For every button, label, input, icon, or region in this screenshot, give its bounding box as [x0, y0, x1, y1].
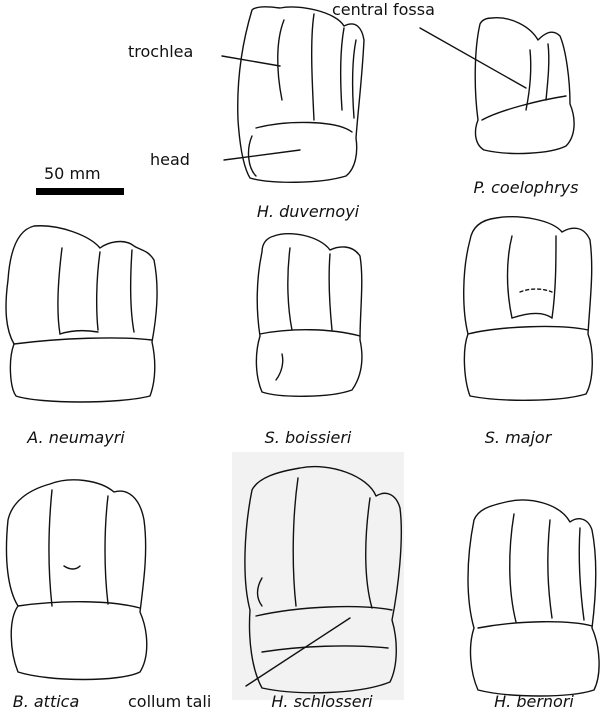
species-label-h-bernori: H. bernori: [494, 692, 574, 711]
species-label-s-major: S. major: [484, 428, 552, 447]
species-label-s-boissieri: S. boissieri: [264, 428, 352, 447]
head-leader-line: [223, 149, 301, 161]
talus-drawing-p-coelophrys: [474, 17, 575, 155]
scale-bar: [36, 188, 124, 195]
central-fossa-leader-line: [419, 27, 527, 89]
trochlea-label: trochlea: [128, 42, 194, 61]
trochlea-leader-line: [221, 55, 281, 67]
head-label: head: [150, 150, 190, 169]
species-label-h-schlosseri: H. schlosseri: [271, 692, 373, 711]
collum-tali-leader-line: [245, 617, 351, 687]
central-fossa-label: central fossa: [332, 0, 435, 19]
talus-drawing-s-major: [463, 216, 593, 401]
collum-tali-label: collum tali: [128, 692, 212, 711]
species-label-h-duvernoyi: H. duvernoyi: [256, 202, 360, 221]
talus-drawing-h-bernori: [467, 499, 600, 697]
talus-drawing-h-schlosseri: [244, 465, 402, 694]
species-label-a-neumayri: A. neumayri: [27, 428, 125, 447]
species-label-p-coelophrys: P. coelophrys: [473, 178, 579, 197]
talus-drawing-b-attica: [5, 479, 148, 681]
talus-drawing-s-boissieri: [255, 233, 363, 397]
scale-bar-label: 50 mm: [44, 164, 101, 183]
talus-drawing-h-duvernoyi: [237, 5, 365, 183]
talus-drawing-a-neumayri: [5, 225, 158, 403]
species-label-b-attica: B. attica: [12, 692, 80, 711]
